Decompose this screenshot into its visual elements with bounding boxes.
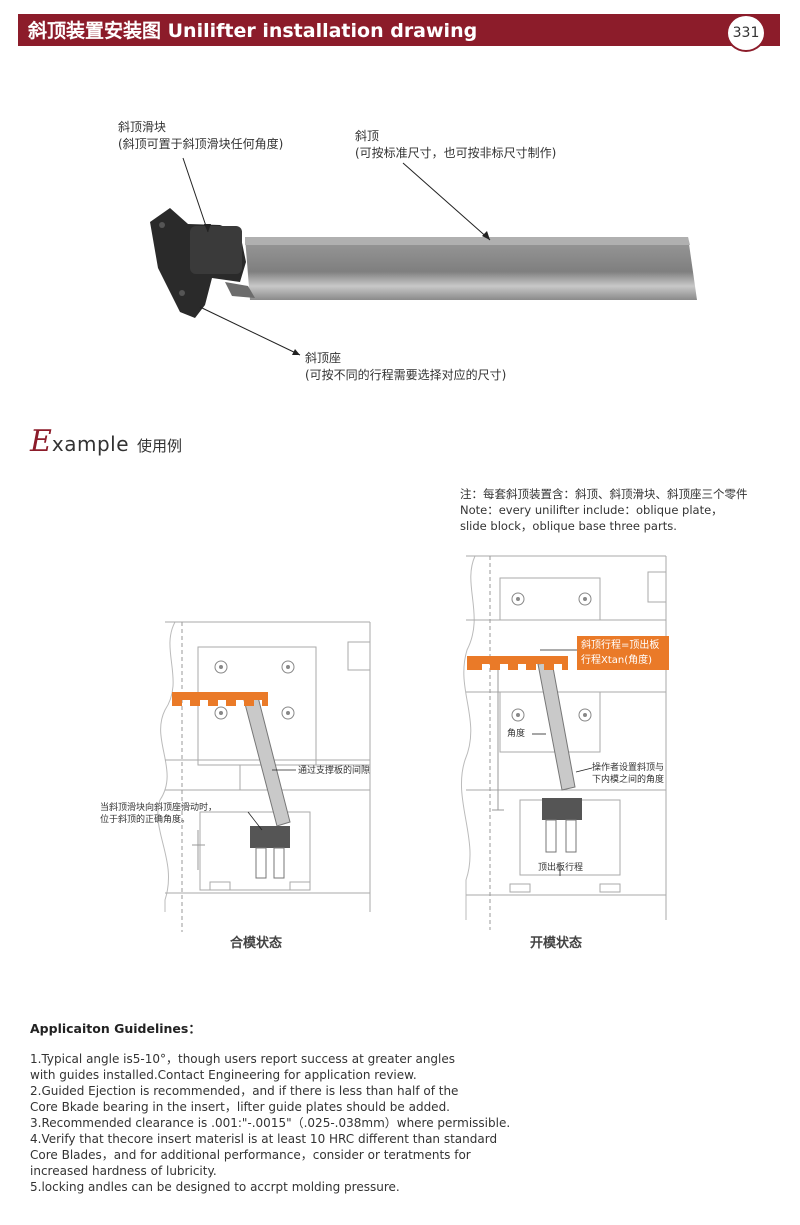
application-guidelines: Applicaiton Guidelines： 1.Typical angle … <box>30 1018 510 1195</box>
guidelines-title: Applicaiton Guidelines： <box>30 1021 201 1036</box>
right-leaders <box>532 649 593 876</box>
guideline-line: Core Blades，and for additional performan… <box>30 1148 471 1162</box>
base-callout: 斜顶座 (可按不同的行程需要选择对应的尺寸) <box>305 350 506 384</box>
example-initial: E <box>30 424 52 459</box>
note-en-line1: Note：every unilifter include：oblique pla… <box>460 503 723 517</box>
guideline-line: 4.Verify that thecore insert materisl is… <box>30 1132 498 1146</box>
note-cn: 注：每套斜顶装置含：斜顶、斜顶滑块、斜顶座三个零件 <box>460 487 748 501</box>
formula-line2: 行程Xtan(角度) <box>581 655 653 666</box>
label-angle: 角度 <box>507 729 526 739</box>
left-orange-plate <box>172 692 268 706</box>
right-lifter-rod <box>537 661 582 853</box>
lifter-title: 斜顶 <box>355 129 380 143</box>
left-leaders <box>247 769 296 831</box>
slide-block-desc: (斜顶可置于斜顶滑块任何角度) <box>118 137 284 151</box>
page-number-badge: 331 <box>726 14 766 52</box>
guideline-line: 1.Typical angle is5-10°，though users rep… <box>30 1052 456 1066</box>
header-bar <box>18 14 780 46</box>
example-rest: xample <box>51 432 130 456</box>
left-screw-holes <box>214 660 295 720</box>
label-operator: 操作者设置斜顶与 下内模之间的角度 <box>592 762 664 786</box>
note-en-line2: slide block，oblique base three parts. <box>460 519 677 533</box>
label-slide: 当斜顶滑块向斜顶座滑动时， 位于斜顶的正确角度。 <box>100 802 217 826</box>
example-cn: 使用例 <box>137 437 183 455</box>
parts-note: 注：每套斜顶装置含：斜顶、斜顶滑块、斜顶座三个零件 Note：every uni… <box>460 486 748 534</box>
left-lifter-rod <box>243 696 291 879</box>
right-orange-plate <box>467 656 568 670</box>
slide-block-title: 斜顶滑块 <box>118 120 167 134</box>
formula-line1: 斜顶行程=顶出板 <box>581 640 660 651</box>
guideline-line: 3.Recommended clearance is .001:"-.0015"… <box>30 1116 511 1130</box>
lifter-callout: 斜顶 (可按标准尺寸，也可按非标尺寸制作) <box>355 128 556 162</box>
label-clearance: 通过支撑板的间隙 <box>298 766 371 776</box>
right-screw-holes <box>511 592 592 722</box>
guideline-line: 5.locking andles can be designed to accr… <box>30 1180 400 1194</box>
label-slide-line2: 位于斜顶的正确角度。 <box>100 815 191 825</box>
callout-leaders <box>182 157 491 356</box>
stroke-formula-box: 斜顶行程=顶出板 行程Xtan(角度) <box>577 636 669 670</box>
lifter-desc: (可按标准尺寸，也可按非标尺寸制作) <box>355 146 557 160</box>
slide-block-callout: 斜顶滑块 (斜顶可置于斜顶滑块任何角度) <box>118 119 283 153</box>
base-title: 斜顶座 <box>305 351 342 365</box>
page-title: 斜顶装置安装图 Unilifter installation drawing <box>28 20 478 42</box>
example-heading: Example 使用例 <box>30 424 182 459</box>
caption-closed: 合模状态 <box>230 936 283 951</box>
guideline-line: Core Bkade bearing in the insert，lifter … <box>30 1100 450 1114</box>
label-stroke: 顶出板行程 <box>538 863 584 873</box>
caption-open: 开模状态 <box>530 936 583 951</box>
label-slide-line1: 当斜顶滑块向斜顶座滑动时， <box>100 803 218 813</box>
label-operator-line1: 操作者设置斜顶与 <box>592 763 665 773</box>
label-operator-line2: 下内模之间的角度 <box>592 775 665 785</box>
guideline-line: 2.Guided Ejection is recommended，and if … <box>30 1084 459 1098</box>
base-desc: (可按不同的行程需要选择对应的尺寸) <box>305 368 507 382</box>
lifter-bar <box>245 237 697 300</box>
slide-block <box>150 208 255 318</box>
guideline-line: with guides installed.Contact Engineerin… <box>30 1068 417 1082</box>
guideline-line: increased hardness of lubricity. <box>30 1164 217 1178</box>
